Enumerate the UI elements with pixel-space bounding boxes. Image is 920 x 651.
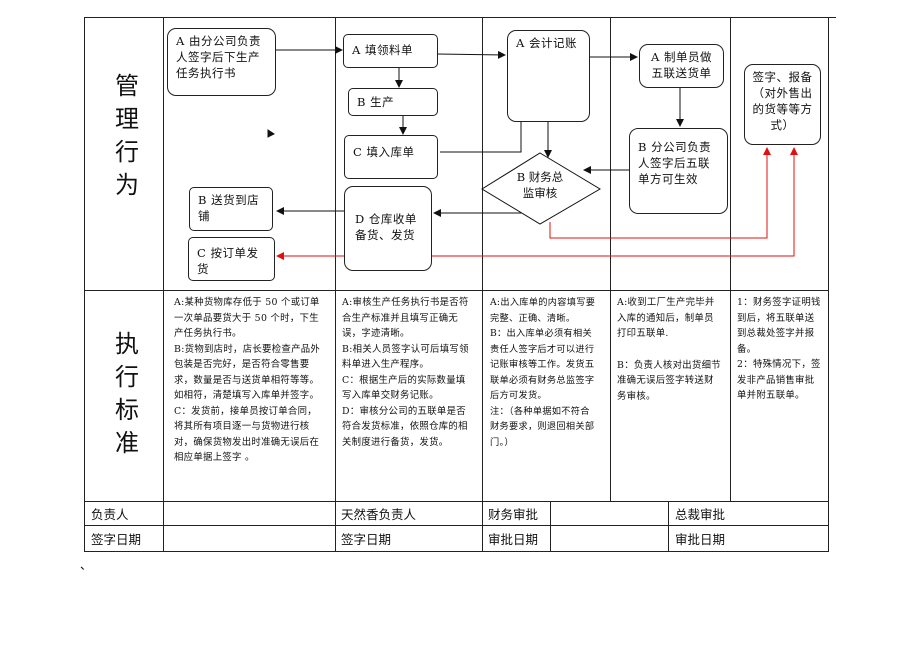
table-top-border xyxy=(84,17,836,18)
standard-column-3: A:出入库单的内容填写要完整、正确、清晰。 B：出入库单必须有相关责任人签字后才… xyxy=(490,295,598,450)
list-item: B：出入库单必须有相关责任人签字后才可以进行记账审核等工作。发货五联单必须有财务… xyxy=(490,328,595,401)
table-divider xyxy=(84,525,829,526)
column-divider xyxy=(482,17,483,551)
approval-date-label: 审批日期 xyxy=(675,532,726,547)
table-divider xyxy=(84,501,829,502)
execution-standard-label: 执行 标准 xyxy=(115,330,139,457)
list-item: B:相关人员签字认可后填写领料单进入生产程序。 xyxy=(342,343,469,371)
list-item: A:收到工厂生产完毕并入库的通知后，制单员打印五联单. xyxy=(617,297,715,339)
flow-step-make-five-copy: A 制单员做五联送货单 xyxy=(639,44,724,88)
flow-step-warehouse: D 仓库收单备货、发货 xyxy=(344,186,432,271)
flow-step-deliver-store: B 送货到店铺 xyxy=(189,187,273,231)
flow-step-finance-review: B 财务总监审核 xyxy=(516,170,564,200)
flow-step-fill-receipt: C 填入库单 xyxy=(344,135,438,179)
column-divider xyxy=(335,17,336,551)
list-item: B:货物到店时，店长要检查产品外包装是否完好，是否符合零售要求，数量是否与送货单… xyxy=(174,343,321,402)
sign-date-label: 签字日期 xyxy=(91,532,142,547)
flow-step-accounting: A 会计记账 xyxy=(507,30,590,122)
table-divider xyxy=(84,290,829,291)
list-item: D：审核分公司的五联单是否符合发货标准，依照仓库的相关制度进行备货，发货。 xyxy=(342,405,468,448)
management-behavior-label: 管理 行为 xyxy=(115,72,139,199)
finance-review-diamond xyxy=(481,152,601,225)
list-item: 1：财务签字证明钱到后，将五联单送到总裁处签字并报备。 xyxy=(737,297,821,355)
table-left-border xyxy=(84,17,85,551)
responsible-person-label: 负责人 xyxy=(91,507,129,522)
list-item: A:某种货物库存低于 50 个或订单一次单品要货大于 50 个时，下生产任务执行… xyxy=(174,297,320,339)
flow-step-produce: B 生产 xyxy=(348,88,438,116)
flow-step-order-ship: C 按订单发货 xyxy=(188,237,275,281)
flow-step-branch-sign: A 由分公司负责人签字后下生产任务执行书 xyxy=(167,28,276,96)
column-divider xyxy=(163,17,164,551)
standard-column-4: A:收到工厂生产完毕并入库的通知后，制单员打印五联单. B：负责人核对出货细节准… xyxy=(617,295,723,404)
table-right-border xyxy=(828,17,829,551)
list-item: 注：（各种单据如不符合财务要求，则退回相关部门。） xyxy=(490,405,595,448)
finance-approval-label: 财务审批 xyxy=(488,507,539,522)
sign-date-label: 签字日期 xyxy=(341,532,392,547)
list-item: C：根据生产后的实际数量填写入库单交财务记账。 xyxy=(342,374,466,402)
standard-column-2: A:审核生产任务执行书是否符合生产标准并且填写正确无误，字迹清晰。 B:相关人员… xyxy=(342,295,472,450)
list-item: 2：特殊情况下，签发非产品销售审批单并附五联单。 xyxy=(737,359,821,401)
standard-column-5: 1：财务签字证明钱到后，将五联单送到总裁处签字并报备。 2：特殊情况下，签发非产… xyxy=(737,295,823,404)
approval-date-label: 审批日期 xyxy=(488,532,539,547)
president-approval-label: 总裁审批 xyxy=(675,507,726,522)
list-item: C：发货前，接单员按订单合同，将其所有项目逐一与货物进行核对，确保货物发出时准确… xyxy=(174,405,320,464)
column-divider xyxy=(668,501,669,551)
list-item: A:审核生产任务执行书是否符合生产标准并且填写正确无误，字迹清晰。 xyxy=(342,297,469,339)
column-divider xyxy=(550,501,551,551)
store-manager-label: 天然香负责人 xyxy=(341,507,417,522)
standard-column-1: A:某种货物库存低于 50 个或订单一次单品要货大于 50 个时，下生产任务执行… xyxy=(174,295,324,466)
table-bottom-border xyxy=(84,551,829,552)
list-item: B：负责人核对出货细节准确无误后签字转送财务审核。 xyxy=(617,359,721,402)
column-divider xyxy=(730,17,731,501)
column-divider xyxy=(610,17,611,501)
list-item: A:出入库单的内容填写要完整、正确、清晰。 xyxy=(490,297,596,324)
flow-step-branch-sign-five: B 分公司负责人签字后五联单方可生效 xyxy=(629,128,728,214)
stray-mark: 、 xyxy=(80,558,93,572)
flow-step-sign-report: 签字、报备（对外售出的货等等方式） xyxy=(744,64,821,145)
flow-step-fill-requisition: A 填领料单 xyxy=(343,34,438,68)
